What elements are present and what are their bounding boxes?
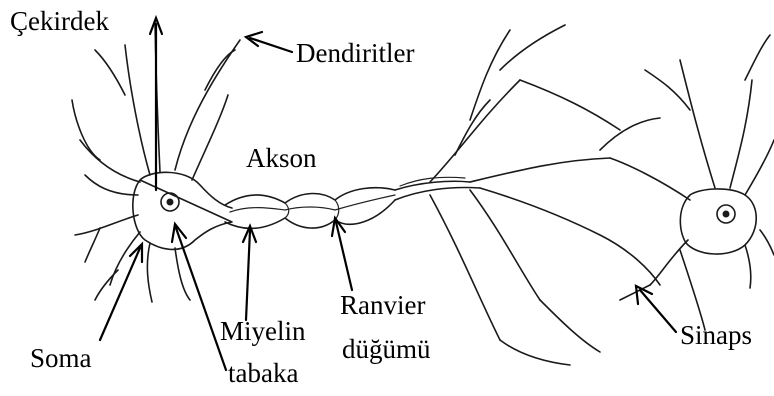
- label-dendiritler: Dendiritler: [296, 40, 414, 67]
- label-soma: Soma: [30, 345, 92, 372]
- label-sinaps: Sinaps: [680, 322, 752, 349]
- label-ranvier: Ranvier: [340, 292, 425, 319]
- label-akson: Akson: [246, 145, 317, 172]
- label-cekirdek: Çekirdek: [10, 8, 109, 35]
- axon: [225, 177, 480, 228]
- label-dugumu: düğümü: [342, 336, 431, 363]
- label-tabaka: tabaka: [228, 360, 298, 387]
- label-miyelin: Miyelin: [220, 318, 306, 345]
- left-soma: [133, 172, 232, 249]
- right-dendrites: [600, 35, 774, 330]
- axon-terminals: [430, 25, 660, 365]
